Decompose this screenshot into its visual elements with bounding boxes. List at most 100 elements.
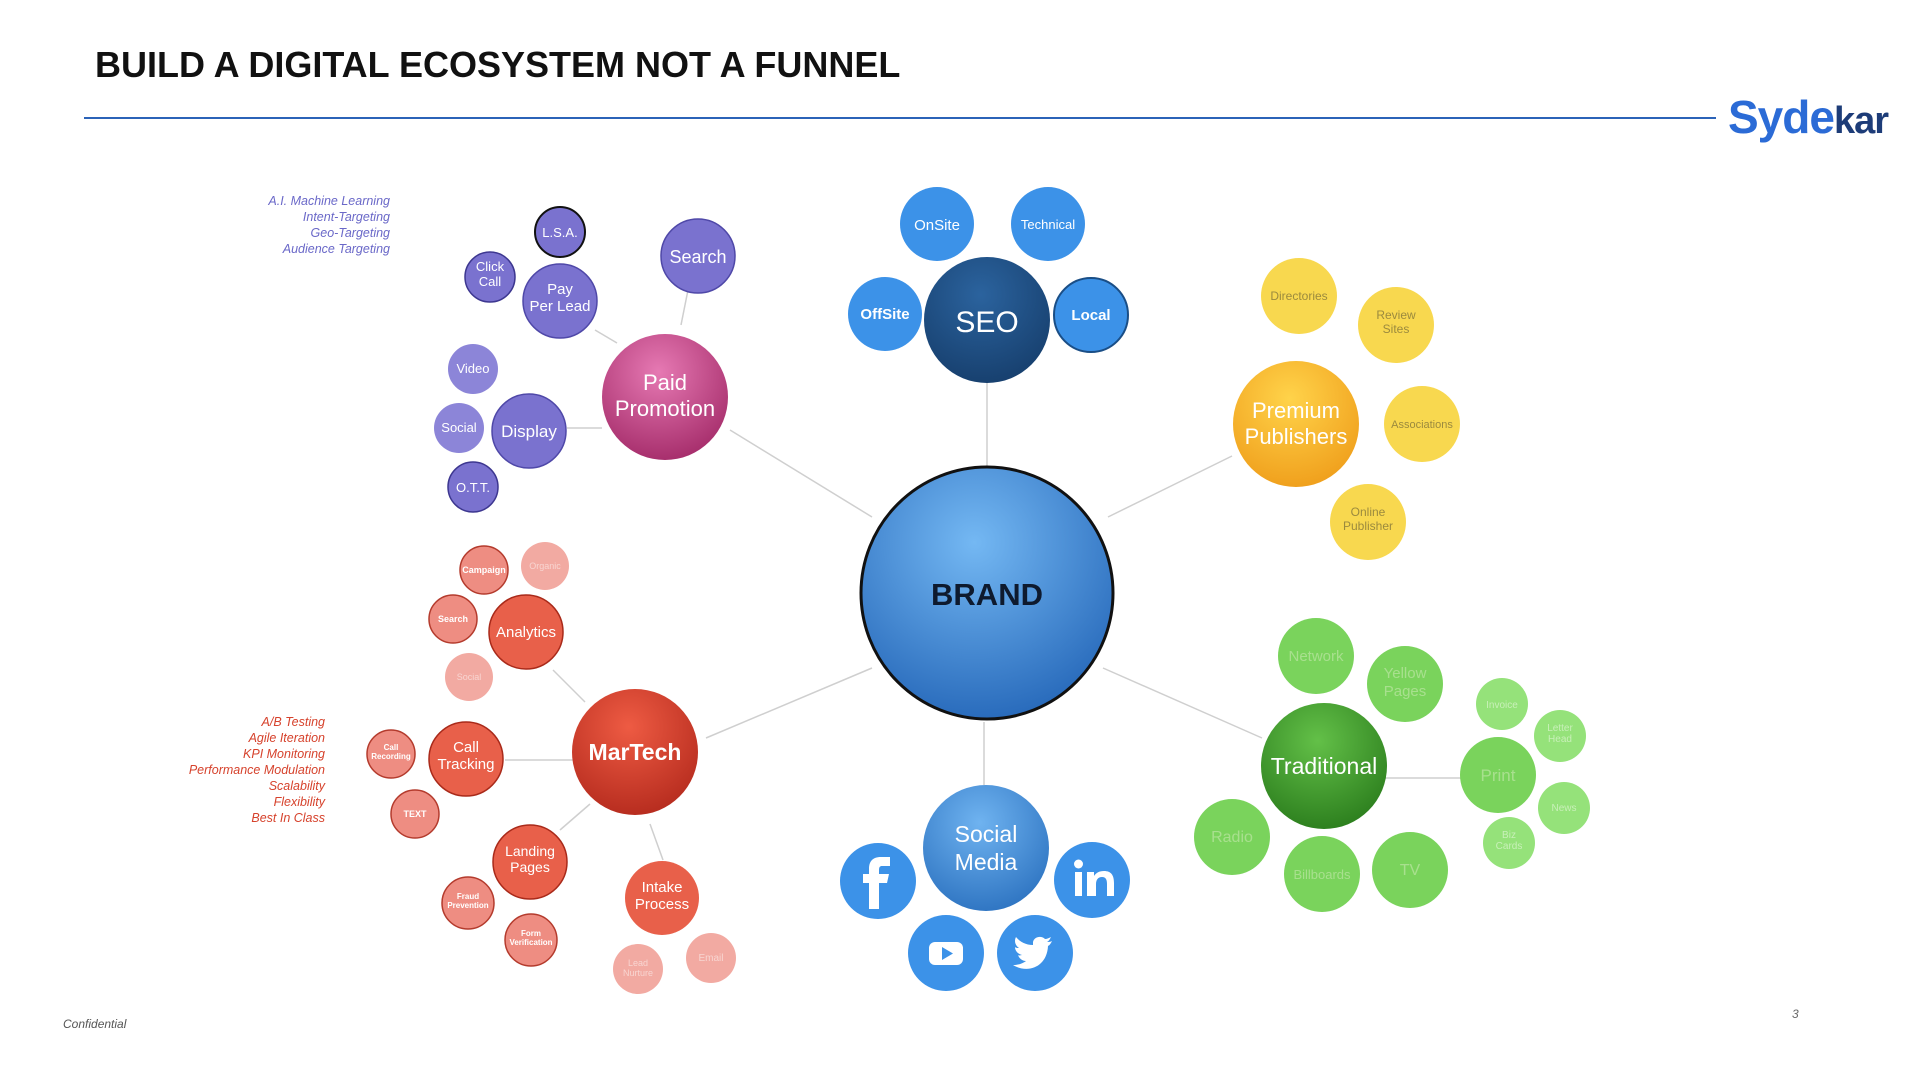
martech-node: MarTech bbox=[572, 689, 698, 815]
premium-publishers-label-line: Premium bbox=[1252, 398, 1340, 423]
connector-line bbox=[1107, 455, 1233, 518]
social-media-label-line: Media bbox=[955, 849, 1018, 875]
yellow-pages-label-line: Yellow bbox=[1384, 665, 1427, 682]
fraud-prevention-label-line: Fraud bbox=[457, 892, 479, 901]
note-line: Audience Targeting bbox=[282, 242, 390, 256]
ott-label: O.T.T. bbox=[456, 480, 490, 495]
pay-per-lead-label-line: Per Lead bbox=[530, 298, 591, 315]
note-line: A/B Testing bbox=[261, 715, 325, 729]
online-publisher-label-line: Online bbox=[1351, 505, 1386, 519]
associations-label: Associations bbox=[1391, 419, 1453, 431]
brand-label: BRAND bbox=[931, 577, 1043, 612]
premium-publishers-label-line: Publishers bbox=[1245, 424, 1348, 449]
note-line: Intent-Targeting bbox=[302, 210, 390, 224]
lead-nurture-label-line: Lead bbox=[628, 958, 648, 968]
confidential-label: Confidential bbox=[63, 1017, 127, 1031]
analytics-label: Analytics bbox=[496, 624, 556, 641]
radio-label: Radio bbox=[1211, 829, 1253, 846]
traditional-node: Traditional bbox=[1261, 703, 1387, 829]
print-label: Print bbox=[1481, 766, 1516, 785]
text-label: TEXT bbox=[403, 809, 427, 819]
offsite-label: OffSite bbox=[860, 306, 909, 323]
network-label: Network bbox=[1288, 648, 1344, 665]
campaign-label: Campaign bbox=[462, 565, 506, 575]
logo-part-2: kar bbox=[1833, 100, 1889, 142]
note-line: Performance Modulation bbox=[188, 763, 325, 777]
intake-process-label-line: Intake bbox=[642, 879, 683, 896]
letter-head-label-line: Letter bbox=[1547, 723, 1573, 734]
connector-lines bbox=[505, 289, 1462, 861]
traditional-label: Traditional bbox=[1271, 753, 1378, 779]
twitter-icon bbox=[997, 915, 1073, 991]
connector-line bbox=[649, 823, 664, 861]
billboards-label: Billboards bbox=[1293, 867, 1351, 882]
directories-label: Directories bbox=[1270, 289, 1327, 303]
connector-line bbox=[1102, 667, 1263, 739]
note-line: Best In Class bbox=[251, 811, 325, 825]
connector-line bbox=[559, 803, 591, 831]
organic-label: Organic bbox=[529, 561, 561, 571]
martech-subnodes: Analytics Campaign Organic Search Social… bbox=[366, 542, 736, 994]
social-media-label-line: Social bbox=[955, 821, 1018, 847]
connector-line bbox=[594, 329, 618, 344]
note-line: Geo-Targeting bbox=[310, 226, 390, 240]
click-call-label-line: Click bbox=[476, 259, 505, 274]
online-publisher-label-line: Publisher bbox=[1343, 519, 1393, 533]
youtube-icon bbox=[908, 915, 984, 991]
paid-promotion-notes: A.I. Machine Learning Intent-Targeting G… bbox=[190, 193, 390, 257]
lsa-label: L.S.A. bbox=[542, 225, 577, 240]
local-label: Local bbox=[1071, 307, 1110, 324]
invoice-label: Invoice bbox=[1486, 700, 1518, 711]
pay-per-lead-label-line: Pay bbox=[547, 281, 573, 298]
connector-line bbox=[729, 429, 873, 518]
call-tracking-label-line: Tracking bbox=[438, 756, 495, 773]
seo-subnodes: OnSite Technical OffSite Local bbox=[848, 187, 1129, 353]
paid-search-label: Search bbox=[669, 247, 726, 267]
seo-label: SEO bbox=[955, 306, 1018, 339]
technical-label: Technical bbox=[1021, 217, 1075, 232]
click-call-label-line: Call bbox=[479, 274, 502, 289]
note-line: Agile Iteration bbox=[248, 731, 325, 745]
martech-label: MarTech bbox=[589, 739, 682, 765]
note-line: Scalability bbox=[268, 779, 325, 793]
analytics-social-label: Social bbox=[457, 672, 482, 682]
intake-process-label-line: Process bbox=[635, 896, 689, 913]
biz-cards-label-line: Biz bbox=[1502, 830, 1516, 841]
yellow-pages-label-line: Pages bbox=[1384, 683, 1427, 700]
paid-promotion-label-line: Paid bbox=[643, 370, 687, 395]
seo-node: SEO bbox=[924, 257, 1050, 383]
call-tracking-label-line: Call bbox=[453, 739, 479, 756]
connector-line bbox=[552, 669, 586, 703]
note-line: A.I. Machine Learning bbox=[268, 194, 390, 208]
review-sites-label-line: Review bbox=[1376, 308, 1416, 322]
analytics-search-label: Search bbox=[438, 614, 468, 624]
social-display-label: Social bbox=[441, 420, 477, 435]
connector-line bbox=[680, 289, 689, 326]
lead-nurture-label-line: Nurture bbox=[623, 968, 653, 978]
page-number: 3 bbox=[1792, 1007, 1799, 1021]
call-recording-label-line: Call bbox=[384, 743, 399, 752]
paid-promotion-label-line: Promotion bbox=[615, 396, 715, 421]
note-line: Flexibility bbox=[273, 795, 325, 809]
biz-cards-label-line: Cards bbox=[1496, 841, 1523, 852]
call-recording-label-line: Recording bbox=[371, 752, 411, 761]
